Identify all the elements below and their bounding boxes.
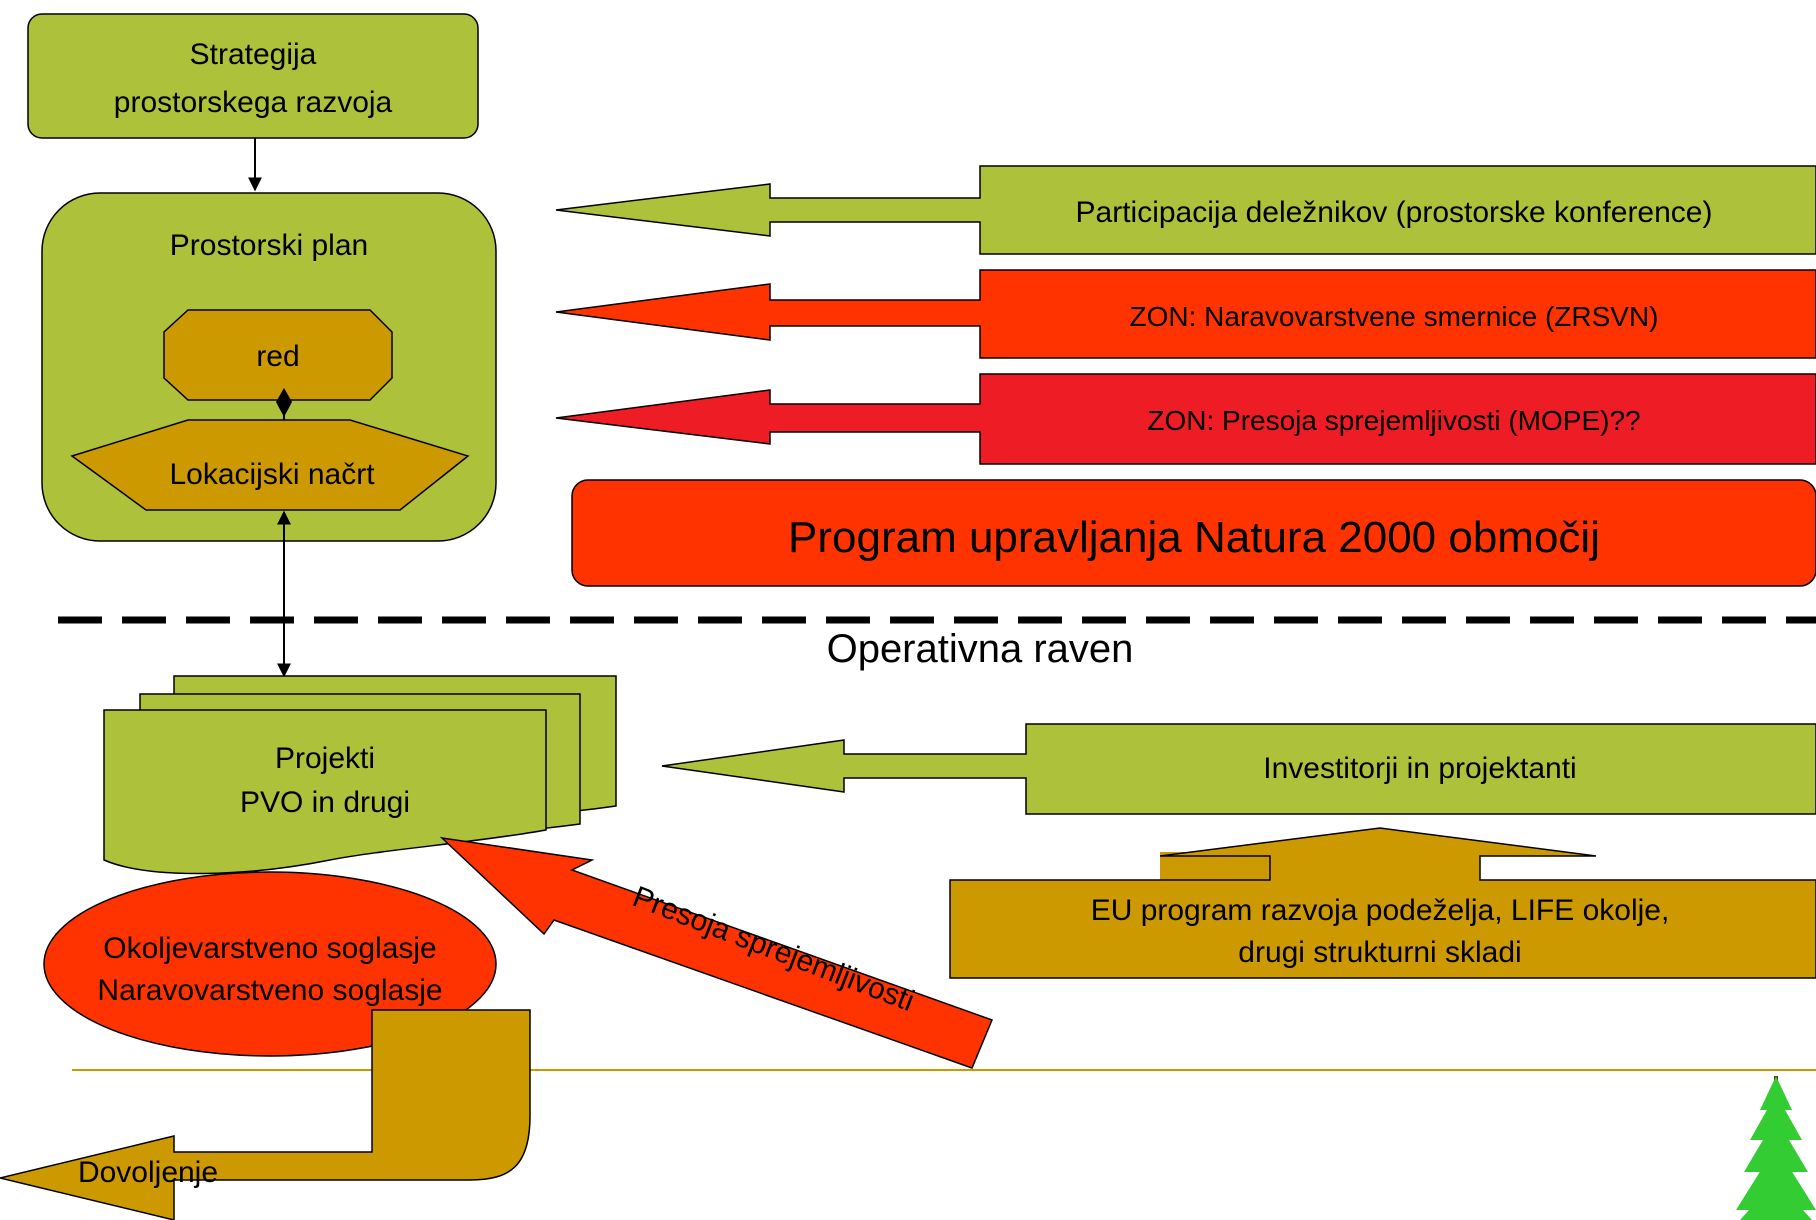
projects-line1: Projekti <box>275 742 375 775</box>
participation-arrow: Participacija deležnikov (prostorske kon… <box>555 165 1816 255</box>
consents-line1: Okoljevarstveno soglasje <box>103 932 437 965</box>
zon-guidelines-arrow-shape <box>555 269 1816 359</box>
consents-line2: Naravovarstveno soglasje <box>97 974 442 1007</box>
eu-funds-line1: EU program razvoja podeželja, LIFE okolj… <box>1091 894 1670 927</box>
natura-program-shape <box>571 479 1816 587</box>
projects-doc-front <box>103 709 547 875</box>
pine-tree-icon <box>1736 1076 1816 1220</box>
permit-arrow: Dovoljenje <box>0 1009 531 1220</box>
participation-arrow-label: Participacija deležnikov (prostorske kon… <box>1076 196 1713 229</box>
strategy-box-line1: Strategija <box>190 38 317 71</box>
strategy-box: Strategija prostorskega razvoja <box>27 13 479 139</box>
zon-guidelines-arrow-label: ZON: Naravovarstvene smernice (ZRSVN) <box>1129 301 1658 332</box>
projects-stack: Projekti PVO in drugi <box>103 675 617 875</box>
order-octagon <box>163 309 393 401</box>
natura-program-label: Program upravljanja Natura 2000 območij <box>788 513 1600 562</box>
spatial-plan-box: Prostorski plan red Lokacijski načrt <box>41 192 497 542</box>
eu-funds-line2: drugi strukturni skladi <box>1238 936 1521 969</box>
zon-assessment-arrow-shape <box>555 373 1816 465</box>
natura-program-box: Program upravljanja Natura 2000 območij <box>571 479 1816 587</box>
operative-level-label: Operativna raven <box>827 627 1134 671</box>
assessment-arrow-shape <box>439 836 993 1069</box>
investors-arrow: Investitorji in projektanti <box>661 723 1816 815</box>
strategy-box-line2: prostorskega razvoja <box>114 86 393 119</box>
permit-arrow-shape <box>0 1009 531 1220</box>
investors-arrow-shape <box>661 723 1816 815</box>
strategy-box-shape <box>27 13 479 139</box>
location-plan-label: Lokacijski načrt <box>169 458 375 491</box>
investors-arrow-label: Investitorji in projektanti <box>1263 752 1576 785</box>
spatial-plan-title: Prostorski plan <box>170 229 368 262</box>
zon-assessment-arrow: ZON: Presoja sprejemljivosti (MOPE)?? <box>555 373 1816 465</box>
permit-arrow-label: Dovoljenje <box>78 1156 218 1189</box>
eu-funds-arrow-outline <box>949 827 1816 979</box>
participation-arrow-shape <box>555 165 1816 255</box>
order-label: red <box>256 340 299 373</box>
zon-assessment-arrow-label: ZON: Presoja sprejemljivosti (MOPE)?? <box>1147 405 1640 436</box>
eu-funds-arrow-head <box>1160 856 1270 880</box>
connector-diamond <box>276 388 292 417</box>
projects-line2: PVO in drugi <box>240 786 410 819</box>
zon-guidelines-arrow: ZON: Naravovarstvene smernice (ZRSVN) <box>555 269 1816 359</box>
eu-funds-arrow: EU program razvoja podeželja, LIFE okolj… <box>949 827 1816 979</box>
location-plan-shape <box>70 419 470 511</box>
